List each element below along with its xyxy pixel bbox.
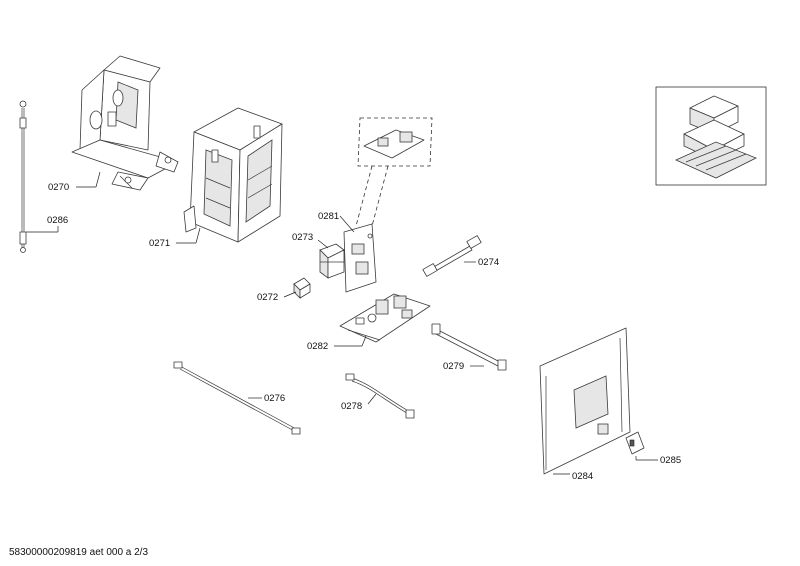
part-0281-board[interactable] bbox=[343, 223, 377, 293]
callout-0272: 0272 bbox=[257, 291, 297, 303]
part-0281-detail bbox=[355, 117, 433, 227]
label-0274: 0274 bbox=[478, 257, 499, 268]
callout-0278: 0278 bbox=[341, 393, 377, 412]
part-0273-component[interactable] bbox=[319, 243, 345, 279]
part-0282-board[interactable] bbox=[339, 293, 431, 343]
callout-0273: 0273 bbox=[292, 232, 329, 249]
callout-0274: 0274 bbox=[464, 257, 499, 268]
label-0284: 0284 bbox=[572, 471, 593, 482]
part-0286-cable[interactable] bbox=[19, 100, 27, 253]
part-0276-cable[interactable] bbox=[173, 361, 301, 435]
label-0278: 0278 bbox=[341, 401, 362, 412]
part-0284-panel[interactable] bbox=[539, 327, 631, 475]
callout-0285: 0285 bbox=[635, 455, 681, 466]
callout-0276: 0276 bbox=[248, 393, 285, 404]
label-0272: 0272 bbox=[257, 292, 278, 303]
label-0282: 0282 bbox=[307, 341, 328, 352]
label-0276: 0276 bbox=[264, 393, 285, 404]
callout-0271: 0271 bbox=[149, 227, 201, 249]
overview-inset bbox=[655, 86, 767, 186]
part-0272-clip[interactable] bbox=[293, 277, 311, 299]
part-0274-ribbon[interactable] bbox=[422, 235, 482, 277]
part-0271-housing[interactable] bbox=[183, 107, 283, 243]
callout-0279: 0279 bbox=[443, 361, 484, 372]
callout-0286: 0286 bbox=[26, 215, 68, 233]
label-0285: 0285 bbox=[660, 455, 681, 466]
part-0285-module[interactable] bbox=[625, 431, 645, 455]
callout-0281: 0281 bbox=[318, 211, 355, 233]
label-0271: 0271 bbox=[149, 238, 170, 249]
label-0279: 0279 bbox=[443, 361, 464, 372]
callout-0284: 0284 bbox=[553, 471, 593, 482]
part-0278-cable[interactable] bbox=[345, 373, 415, 419]
label-0281: 0281 bbox=[318, 211, 339, 222]
part-0270-bracket[interactable] bbox=[71, 55, 179, 191]
label-0270: 0270 bbox=[48, 182, 69, 193]
document-id: 58300000209819 aet 000 a 2/3 bbox=[9, 547, 149, 558]
part-0279-ribbon[interactable] bbox=[431, 323, 507, 371]
callout-0282: 0282 bbox=[307, 335, 367, 352]
label-0273: 0273 bbox=[292, 232, 313, 243]
panel-tabs bbox=[545, 337, 623, 470]
label-0286: 0286 bbox=[47, 215, 68, 226]
callout-0270: 0270 bbox=[48, 171, 101, 193]
